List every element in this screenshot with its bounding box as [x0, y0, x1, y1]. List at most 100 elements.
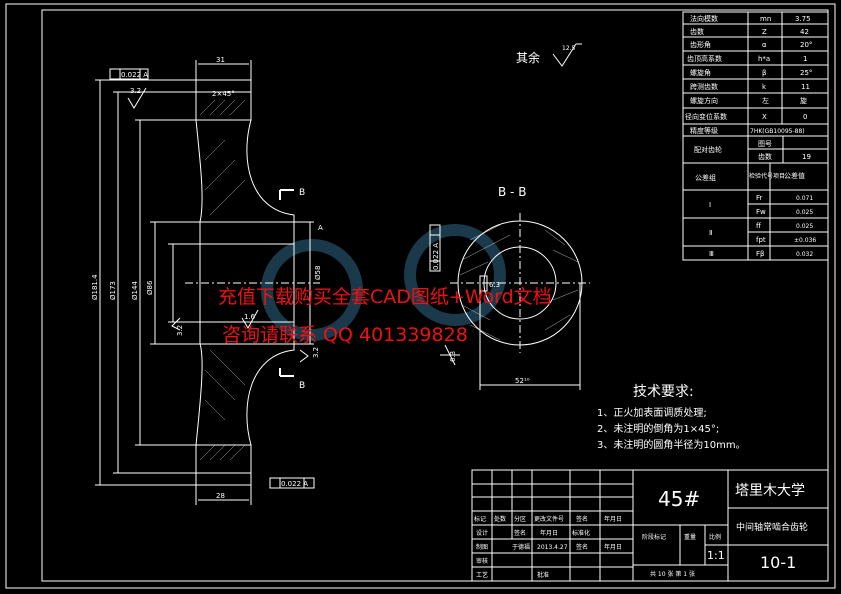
- requirement-item: 3、未注明的圆角半径为10mm。: [597, 438, 746, 451]
- dim-chamfer: 2×45°: [212, 90, 235, 98]
- role-extra: 签名: [576, 543, 588, 551]
- requirement-item: 1、正火加表面调质处理;: [597, 406, 707, 419]
- dim-d5: Ø58: [314, 266, 322, 280]
- role-label: 审核: [476, 557, 488, 565]
- dim-d2: Ø173: [109, 281, 117, 300]
- tol-side: 0.022 A: [432, 243, 440, 270]
- rev-header: 处数: [494, 515, 506, 523]
- tol-val: 0.025: [796, 209, 813, 216]
- tol-group: Ⅰ: [709, 201, 711, 209]
- tol-val: 0.071: [796, 195, 813, 202]
- sheet-text: 共 10 张 第 1 张: [650, 570, 695, 578]
- param-table: [682, 11, 829, 261]
- param-rows: 法向模数 mn 3.75 齿数 Z 42 齿形角 α 20° 齿顶高系数 h*a…: [685, 14, 816, 258]
- watermark-line2: 咨询请联系 QQ 401339828: [222, 324, 468, 346]
- watermark-logo: [261, 224, 506, 341]
- drawing-name: 中间轴常啮合齿轮: [736, 521, 808, 533]
- dim-key-r: 6.3: [489, 281, 500, 289]
- param-value: 25°: [800, 69, 812, 77]
- tol-code: Fw: [756, 208, 766, 216]
- param-name: 螺旋方向: [690, 96, 718, 105]
- tol-bottom: 0.022 A: [281, 480, 308, 488]
- tol-header-group: 公差组: [695, 173, 716, 182]
- requirement-item: 2、未注明的倒角为1×45°;: [597, 422, 719, 435]
- dim-r3: 3.2: [176, 325, 184, 336]
- dim-key-depth: 6.3: [449, 351, 457, 362]
- hatch-front: [199, 99, 246, 461]
- dim-d3: Ø144: [131, 281, 139, 300]
- param-symbol: α: [762, 41, 767, 49]
- dim-top-width: 31: [216, 56, 225, 64]
- weight-label: 重量: [684, 533, 696, 541]
- param-symbol: mn: [760, 15, 771, 23]
- section-cut-top: B: [299, 188, 305, 198]
- material: 45#: [658, 487, 700, 511]
- tol-header-value: 公差值: [784, 171, 805, 180]
- tol-group: Ⅱ: [709, 229, 712, 237]
- rev-header: 标记: [474, 515, 486, 523]
- role-label: 工艺: [476, 571, 488, 579]
- section-view: [429, 213, 590, 390]
- param-value: 42: [800, 28, 809, 36]
- dim-r2: 1.6: [244, 313, 256, 321]
- drawing-number: 10-1: [760, 553, 796, 572]
- param-name: 齿形角: [690, 40, 711, 49]
- role-extra: 年月日: [604, 543, 622, 551]
- outer-border: [5, 3, 836, 589]
- param-name: 跨测齿数: [690, 82, 718, 91]
- param-name: 齿顶高系数: [687, 54, 722, 63]
- tol-code: ff: [756, 222, 761, 230]
- datum-mark: A: [318, 224, 323, 232]
- param-value: 0: [803, 113, 807, 121]
- dim-key-width: 52¹⁰: [515, 377, 530, 385]
- requirements-title: 技术要求:: [633, 384, 694, 400]
- param-symbol: Z: [762, 28, 767, 36]
- scale-value: 1:1: [707, 549, 725, 562]
- mating-key: 图号: [758, 140, 772, 148]
- inner-border: [41, 9, 829, 582]
- tol-code: Fr: [756, 194, 763, 202]
- approve-label: 批准: [537, 571, 549, 579]
- param-name: 螺旋角: [690, 68, 711, 77]
- roughness-label: 其余: [516, 50, 540, 65]
- rev-header: 分区: [514, 515, 526, 523]
- role-extra: 年月日: [540, 529, 558, 537]
- param-value: 20°: [800, 41, 812, 49]
- university: 塔里木大学: [735, 483, 805, 499]
- tol-group: Ⅲ: [709, 250, 714, 258]
- roughness-value: 12.5: [562, 45, 576, 52]
- title-block: [471, 469, 829, 582]
- mating-key: 齿数: [758, 152, 772, 161]
- param-symbol: 左: [762, 96, 769, 105]
- section-title: B - B: [498, 185, 526, 199]
- param-name: 径向变位系数: [685, 112, 727, 121]
- dim-bottom-width: 28: [216, 492, 225, 500]
- gear-front-view: [95, 60, 320, 505]
- tol-code: Fβ: [756, 250, 765, 258]
- param-symbol: X: [762, 113, 767, 121]
- rev-header: 更改文件号: [534, 515, 564, 523]
- tol-header-item: 检验代号项目: [749, 172, 785, 180]
- mating-label: 配对齿轮: [694, 145, 722, 154]
- param-symbol: β: [762, 69, 766, 77]
- dim-r1: 3.2: [130, 87, 141, 95]
- watermark-line1: 充值下载购买全套CAD图纸+Word文档: [218, 286, 552, 308]
- mating-val: 19: [802, 153, 811, 161]
- dim-r4: 3.2: [312, 347, 320, 358]
- title-block-text: 标记 处数 分区 更改文件号 签名 年月日 设计 制图 审核 工艺 签名 年月日…: [474, 483, 808, 579]
- roughness-symbol: [552, 43, 582, 67]
- tol-val: 0.032: [796, 251, 813, 258]
- stage-label: 阶段标记: [642, 533, 666, 541]
- param-value: 1: [803, 55, 807, 63]
- tol-val: 0.025: [796, 223, 813, 230]
- param-symbol: h*a: [758, 55, 770, 63]
- section-cut-bottom: B: [299, 381, 305, 391]
- hatch-section: [459, 224, 579, 341]
- rev-header: 年月日: [604, 515, 622, 523]
- tol-code: fpt: [756, 236, 766, 244]
- tol-top: 0.022 A: [121, 71, 148, 79]
- dim-d4: Ø86: [146, 280, 154, 295]
- param-value: 旋: [800, 96, 807, 105]
- role-extra: 签名: [514, 529, 526, 537]
